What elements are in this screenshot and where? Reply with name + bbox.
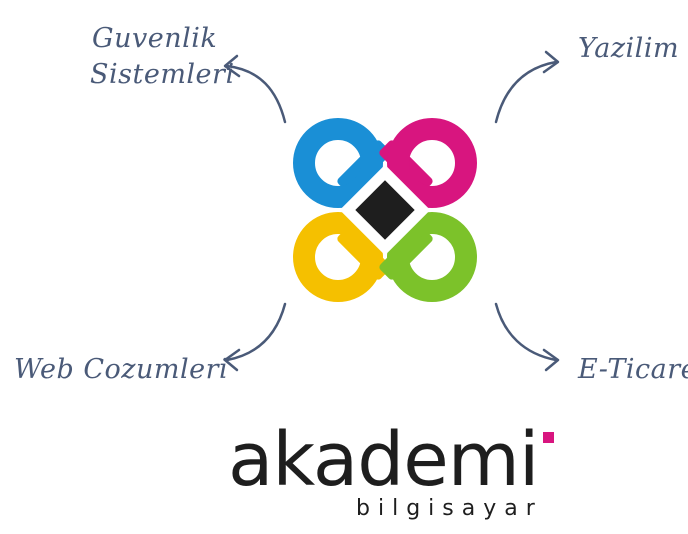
arrow-bottom-left-icon bbox=[223, 302, 287, 372]
brand-dot-icon bbox=[543, 432, 554, 443]
arrow-top-left-icon bbox=[223, 54, 287, 124]
akademi-logo-symbol-icon bbox=[293, 118, 477, 302]
brand-subtitle: bilgisayar bbox=[356, 496, 543, 521]
label-ecommerce: E-Ticaret bbox=[578, 354, 688, 385]
magenta-ring-icon bbox=[379, 118, 477, 208]
arrow-bottom-right-icon bbox=[494, 302, 560, 372]
yellow-ring-icon bbox=[293, 212, 391, 302]
center-square-icon bbox=[355, 180, 415, 240]
label-security-line2: Sistemleri bbox=[90, 59, 235, 90]
green-ring-icon bbox=[379, 212, 477, 302]
brand-wordmark: akademi bilgisayar bbox=[228, 420, 568, 530]
blue-ring-icon bbox=[293, 118, 391, 208]
arrow-top-right-icon bbox=[494, 50, 560, 124]
label-web-solutions: Web Cozumleri bbox=[14, 354, 229, 385]
brand-name: akademi bbox=[228, 417, 539, 503]
label-security-line1: Guvenlik bbox=[92, 23, 218, 54]
label-software: Yazilim bbox=[578, 33, 680, 64]
